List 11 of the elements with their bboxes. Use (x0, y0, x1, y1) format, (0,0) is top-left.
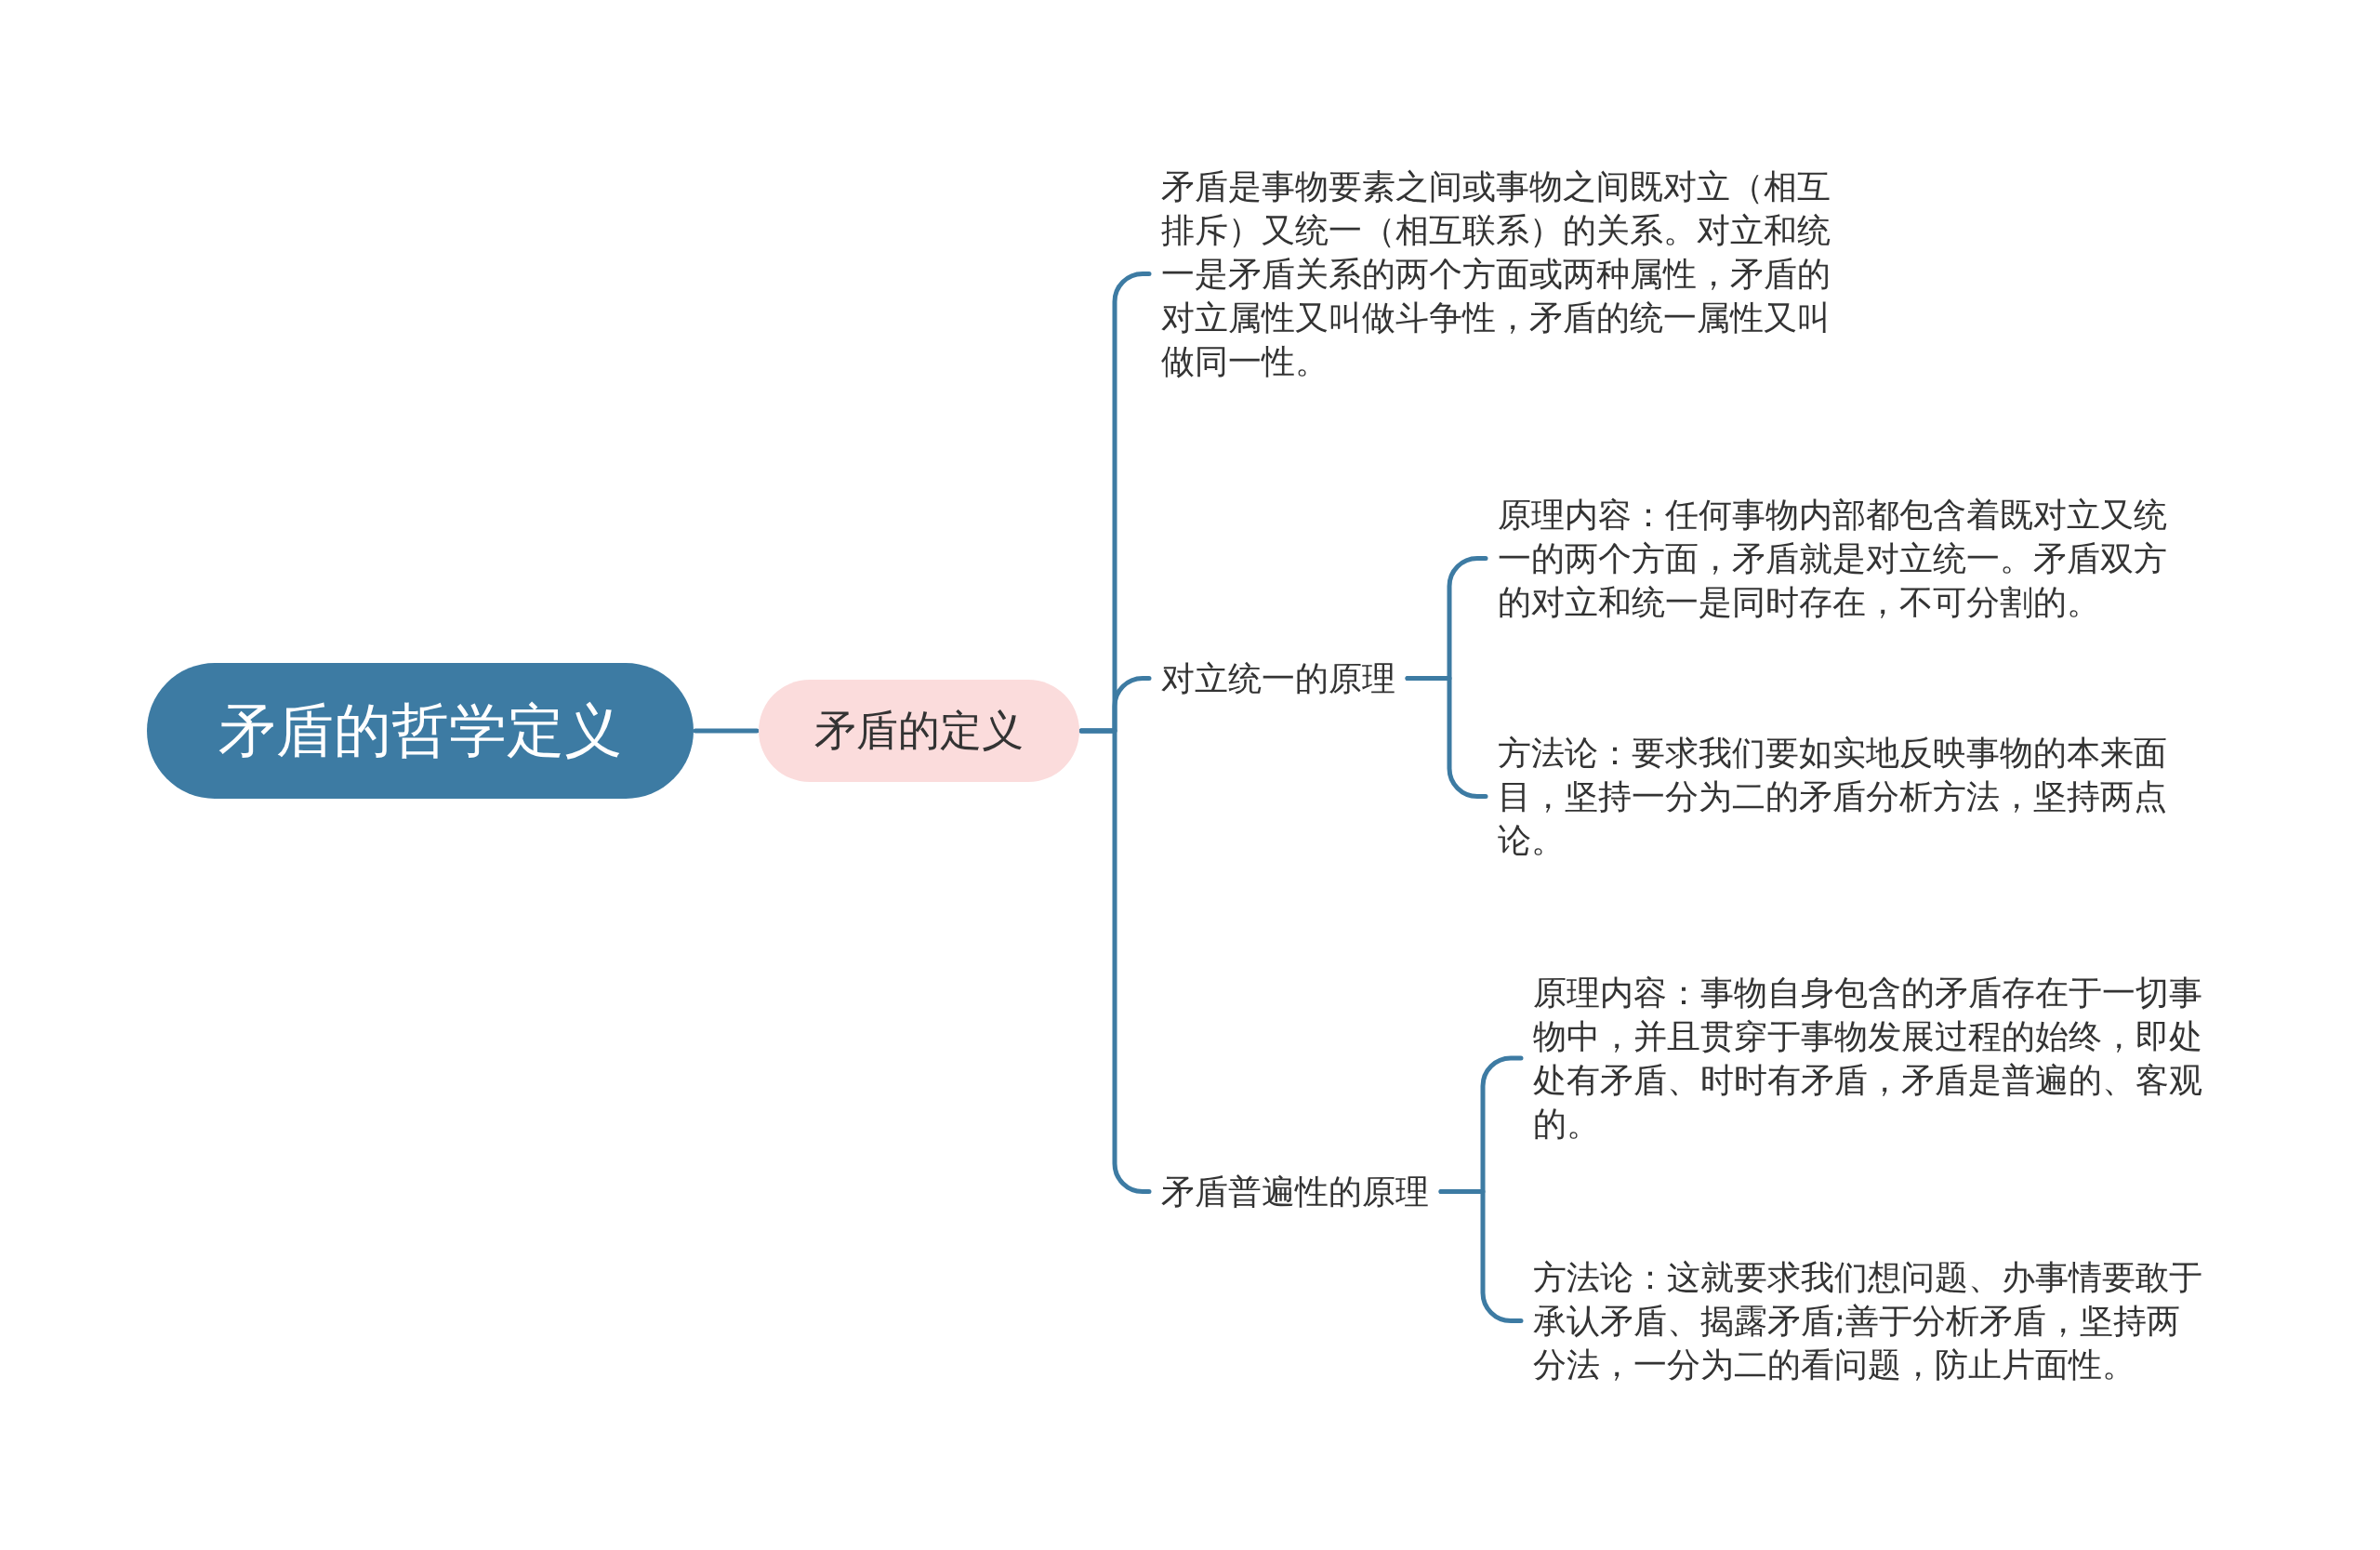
topic-text: 矛盾是事物要素之间或事物之间既对立（相互排斥）又统一（相互联系）的关系。对立和统一是矛盾关系的两个方面或两种属性，矛盾的对立属性又叫做斗争性，矛盾的统一属性又叫做同一性。 (1151, 165, 1846, 383)
connector-line (693, 728, 760, 734)
topic-text: 原理内容：事物自身包含的矛盾存在于一切事物中，并且贯穿于事物发展过程的始终，即处处有矛盾、时时有矛盾，矛盾是普遍的、客观的。 (1523, 971, 2218, 1146)
topic-text: 矛盾普遍性的原理 (1151, 1170, 1439, 1213)
topic-text: 方法论：这就要求我们想问题、办事情要敢于承认矛盾、揭露矛盾;善于分析矛盾，坚持两分法，一分为二的看问题，防止片面性。 (1523, 1255, 2218, 1386)
topic-text: 方法论：要求我们要如实地反映事物的本来面目，坚持一分为二的矛盾分析方法，坚持两点论。 (1488, 731, 2183, 862)
topic-text: 对立统一的原理 (1151, 656, 1406, 700)
subtopic-pill: 矛盾的定义 (759, 680, 1079, 782)
topic-text: 原理内容：任何事物内部都包含着既对立又统一的两个方面，矛盾就是对立统一。矛盾双方的对立和统一是同时存在，不可分割的。 (1488, 493, 2183, 624)
connector-line (1438, 1189, 1524, 1323)
central-topic: 矛盾的哲学定义 (147, 663, 694, 799)
